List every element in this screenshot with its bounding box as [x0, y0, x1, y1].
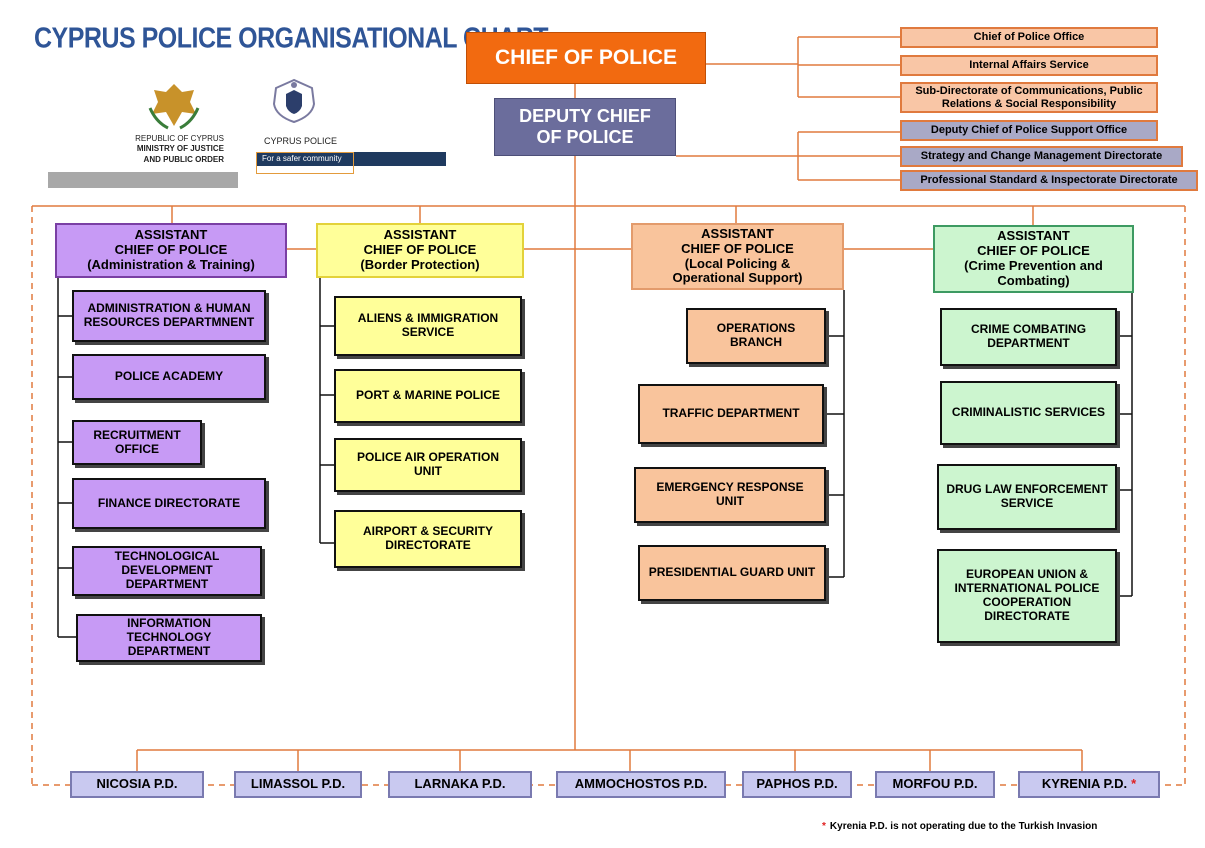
- footnote: *Kyrenia P.D. is not operating due to th…: [822, 821, 1097, 832]
- district-kyrenia-label: KYRENIA P.D.: [1041, 776, 1128, 792]
- unit-recruitment-office[interactable]: RECRUITMENT OFFICE: [72, 420, 202, 465]
- unit-airport-security[interactable]: AIRPORT & SECURITY DIRECTORATE: [334, 510, 522, 568]
- chart-title: CYPRUS POLICE ORGANISATIONAL CHART: [34, 22, 549, 55]
- deputy-staff-professional-standard[interactable]: Professional Standard & Inspectorate Dir…: [900, 170, 1198, 191]
- assistant-crime-prevention[interactable]: ASSISTANT CHIEF OF POLICE (Crime Prevent…: [933, 225, 1134, 293]
- unit-crime-combating[interactable]: CRIME COMBATING DEPARTMENT: [940, 308, 1117, 366]
- police-slogan-bar: [256, 152, 446, 166]
- logo-bar: [48, 172, 238, 188]
- chief-of-police-box[interactable]: CHIEF OF POLICE: [466, 32, 706, 84]
- kyrenia-asterisk: *: [1131, 776, 1137, 792]
- chief-staff-communications[interactable]: Sub-Directorate of Communications, Publi…: [900, 82, 1158, 113]
- police-name: CYPRUS POLICE: [264, 136, 338, 146]
- district-ammochostos[interactable]: AMMOCHOSTOS P.D.: [556, 771, 726, 798]
- deputy-label: DEPUTY CHIEF OF POLICE: [519, 106, 651, 147]
- unit-information-technology[interactable]: INFORMATION TECHNOLOGY DEPARTMENT: [76, 614, 262, 662]
- police-badge-icon: [272, 78, 316, 124]
- deputy-staff-strategy[interactable]: Strategy and Change Management Directora…: [900, 146, 1183, 167]
- unit-air-operation[interactable]: POLICE AIR OPERATION UNIT: [334, 438, 522, 492]
- chief-staff-communications-label: Sub-Directorate of Communications, Publi…: [915, 84, 1143, 110]
- unit-police-academy[interactable]: POLICE ACADEMY: [72, 354, 266, 400]
- unit-operations-branch[interactable]: OPERATIONS BRANCH: [686, 308, 826, 364]
- unit-traffic-department[interactable]: TRAFFIC DEPARTMENT: [638, 384, 824, 444]
- footnote-text: Kyrenia P.D. is not operating due to the…: [829, 821, 1098, 832]
- assistant-local-policing[interactable]: ASSISTANT CHIEF OF POLICE (Local Policin…: [631, 223, 844, 290]
- deputy-staff-support-office[interactable]: Deputy Chief of Police Support Office: [900, 120, 1158, 141]
- unit-aliens-immigration[interactable]: ALIENS & IMMIGRATION SERVICE: [334, 296, 522, 356]
- assistant-border-protection[interactable]: ASSISTANT CHIEF OF POLICE (Border Protec…: [316, 223, 524, 278]
- unit-port-marine[interactable]: PORT & MARINE POLICE: [334, 369, 522, 423]
- ministry-line2: MINISTRY OF JUSTICE: [136, 144, 224, 154]
- unit-eu-international-cooperation[interactable]: EUROPEAN UNION & INTERNATIONAL POLICE CO…: [937, 549, 1117, 643]
- district-paphos[interactable]: PAPHOS P.D.: [742, 771, 852, 798]
- district-limassol[interactable]: LIMASSOL P.D.: [234, 771, 362, 798]
- assistant-admin-training[interactable]: ASSISTANT CHIEF OF POLICE (Administratio…: [55, 223, 287, 278]
- deputy-chief-box[interactable]: DEPUTY CHIEF OF POLICE: [494, 98, 676, 156]
- unit-presidential-guard[interactable]: PRESIDENTIAL GUARD UNIT: [638, 545, 826, 601]
- cyprus-emblem-icon: [148, 84, 200, 130]
- ministry-line3: AND PUBLIC ORDER: [143, 154, 224, 164]
- chief-staff-internal-affairs[interactable]: Internal Affairs Service: [900, 55, 1158, 76]
- unit-tech-development[interactable]: TECHNOLOGICAL DEVELOPMENT DEPARTMENT: [72, 546, 262, 596]
- chief-staff-office[interactable]: Chief of Police Office: [900, 27, 1158, 48]
- unit-finance-directorate[interactable]: FINANCE DIRECTORATE: [72, 478, 266, 529]
- unit-criminalistic-services[interactable]: CRIMINALISTIC SERVICES: [940, 381, 1117, 445]
- footnote-asterisk: *: [822, 821, 826, 832]
- unit-drug-law-enforcement[interactable]: DRUG LAW ENFORCEMENT SERVICE: [937, 464, 1117, 530]
- police-slogan-outline: [256, 152, 354, 174]
- police-slogan: For a safer community: [262, 154, 342, 163]
- ministry-logo: REPUBLIC OF CYPRUS MINISTRY OF JUSTICE A…: [48, 74, 238, 188]
- police-logo: CYPRUS POLICE For a safer community: [256, 76, 448, 176]
- district-kyrenia[interactable]: KYRENIA P.D. *: [1018, 771, 1160, 798]
- district-nicosia[interactable]: NICOSIA P.D.: [70, 771, 204, 798]
- ministry-line1: REPUBLIC OF CYPRUS: [135, 134, 224, 143]
- district-morfou[interactable]: MORFOU P.D.: [875, 771, 995, 798]
- unit-admin-hr[interactable]: ADMINISTRATION & HUMAN RESOURCES DEPARTM…: [72, 290, 266, 342]
- district-larnaka[interactable]: LARNAKA P.D.: [388, 771, 532, 798]
- unit-emergency-response[interactable]: EMERGENCY RESPONSE UNIT: [634, 467, 826, 523]
